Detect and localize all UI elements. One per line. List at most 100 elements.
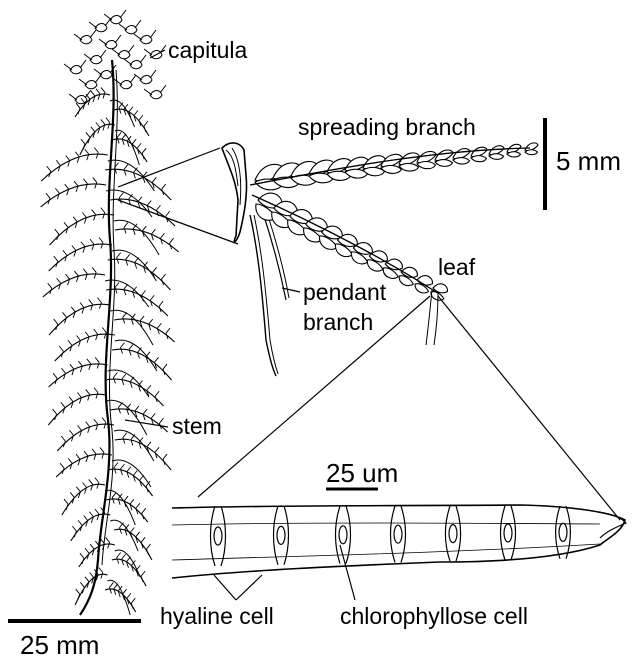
capitulum-leaflet (124, 55, 146, 69)
spreading-leaf (435, 160, 453, 167)
plant-branch (56, 454, 112, 477)
label-chlorophyllose-cell: chlorophyllose cell (340, 603, 528, 629)
spreading-leaf (399, 163, 419, 171)
spreading-leaf (525, 150, 538, 155)
chlorophyllose-cell (394, 525, 402, 543)
plant-branch (105, 589, 136, 612)
plant-branch-leaflets (124, 222, 174, 249)
plant-branch-leaflets (59, 328, 106, 358)
pointer-hyaline-left (214, 575, 236, 600)
capitulum-leaflet (79, 75, 101, 89)
pendant-branch-1b (254, 215, 278, 374)
plant-branch (80, 124, 115, 155)
pointer-capitula (150, 50, 165, 58)
capitulum-leaflet (134, 30, 156, 44)
capitula-cluster (64, 10, 166, 104)
plant-branch-leaflets (117, 132, 146, 159)
plant-branch (112, 460, 151, 487)
plant-branch (112, 139, 147, 162)
plant-branch-leaflets (47, 148, 99, 178)
plant-branch-leaflets (113, 373, 159, 403)
chlorophyllose-cell (277, 526, 285, 544)
plant-branch-leaflets (60, 447, 104, 474)
label-capitula: capitula (168, 37, 247, 63)
plant-branch-leaflets (53, 357, 99, 384)
plant-branch (62, 484, 105, 515)
plant-branch (115, 340, 157, 371)
plant-branch (49, 304, 110, 335)
plant-branch-leaflets (117, 253, 166, 285)
plant-branch-leaflets (61, 418, 106, 448)
chlorophyllose-cell (504, 524, 512, 542)
label-leaf: leaf (438, 254, 476, 280)
plant-branch-leaflets (46, 177, 97, 204)
capitulum-leaflet (144, 85, 166, 99)
label-spreading-branch: spreading branch (298, 114, 476, 140)
pointer-chlorophyllose (340, 545, 355, 600)
plant-branch-leaflets (53, 388, 98, 420)
chlorophyllose-cell (559, 523, 567, 541)
spreading-branch-leaves (250, 143, 538, 190)
plant-branch-leaflets (80, 537, 110, 564)
branch-attachment (222, 143, 247, 242)
spreading-leaf (471, 156, 487, 162)
plant-branch-leaflets (76, 568, 103, 600)
plant-branch (112, 349, 172, 380)
label-stem: stem (172, 413, 222, 439)
plant-branch (105, 379, 163, 406)
plant-branch (106, 499, 147, 522)
plant-branch (49, 364, 108, 387)
plant-branch-leaflets (54, 298, 102, 330)
plant-branch (114, 109, 149, 136)
plant-branch (41, 154, 108, 181)
plant-branch-leaflets (48, 267, 96, 294)
plant-branch (49, 244, 112, 271)
plant-branch (50, 214, 114, 245)
plant-branch-leaflets (112, 492, 146, 519)
plant-branch (43, 274, 105, 297)
branch-detail-drawing (222, 143, 538, 376)
plant-branch (115, 229, 179, 252)
plant-branch-leaflets (123, 433, 167, 465)
plant-branch (75, 574, 107, 605)
plant-branch (110, 199, 175, 226)
plant-branch (57, 424, 114, 451)
plant-branch-leaflets (64, 478, 99, 510)
zoom-line-leaf-right (438, 296, 620, 520)
chlorophyllose-cell (339, 526, 347, 544)
spreading-leaf (489, 154, 504, 160)
label-pendant: pendant (303, 279, 387, 305)
moss-plant-drawing (41, 10, 179, 615)
label-25mm: 25 mm (20, 630, 99, 657)
capitulum-leaflet (119, 20, 141, 34)
leaf-cell-drawing (172, 505, 626, 578)
capitulum-leaflet (99, 35, 121, 49)
capitulum-leaflet (89, 18, 111, 32)
plant-branch (106, 289, 168, 316)
label-branch: branch (303, 309, 373, 335)
spreading-leaf (417, 161, 436, 168)
chlorophyllose-cell (449, 525, 457, 543)
capitulum-leaflet (74, 30, 96, 44)
plant-branch (108, 370, 149, 397)
plant-branch-leaflets (55, 208, 105, 240)
capitulum-leaflet (134, 70, 156, 84)
plant-branch (75, 94, 110, 117)
capitulum-leaflet (84, 50, 106, 64)
label-25um: 25 um (326, 458, 398, 488)
spreading-leaf (453, 158, 470, 164)
pointer-hyaline-right (236, 575, 262, 600)
spreading-leaf (507, 152, 521, 157)
cell-inner-line (172, 523, 600, 525)
plant-branch-leaflets (54, 238, 103, 268)
capitulum-leaflet (64, 60, 86, 74)
plant-branch-leaflets (115, 283, 163, 313)
chlorophyllose-cell (214, 527, 222, 545)
capitulum-leaflet (104, 10, 126, 24)
plant-branch (48, 394, 106, 425)
plant-branch (112, 559, 146, 586)
label-5mm: 5 mm (556, 146, 621, 176)
label-hyaline-cell: hyaline cell (160, 603, 274, 629)
plant-branch (114, 529, 152, 560)
